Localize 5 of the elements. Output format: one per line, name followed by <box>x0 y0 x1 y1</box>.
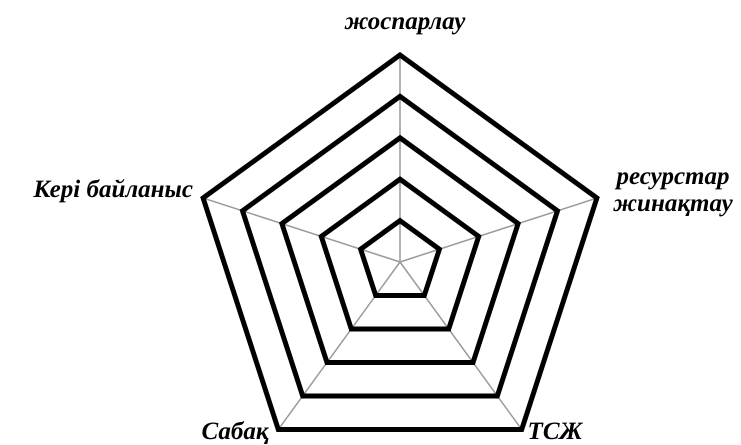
axis-label: жоспарлау <box>344 8 466 35</box>
axis-label: ресурстар жинақтау <box>612 163 734 217</box>
axis-label: ТСЖ <box>526 418 584 445</box>
axis-label: Кері байланыс <box>32 176 193 203</box>
axis-label: Сабақ <box>200 418 270 445</box>
